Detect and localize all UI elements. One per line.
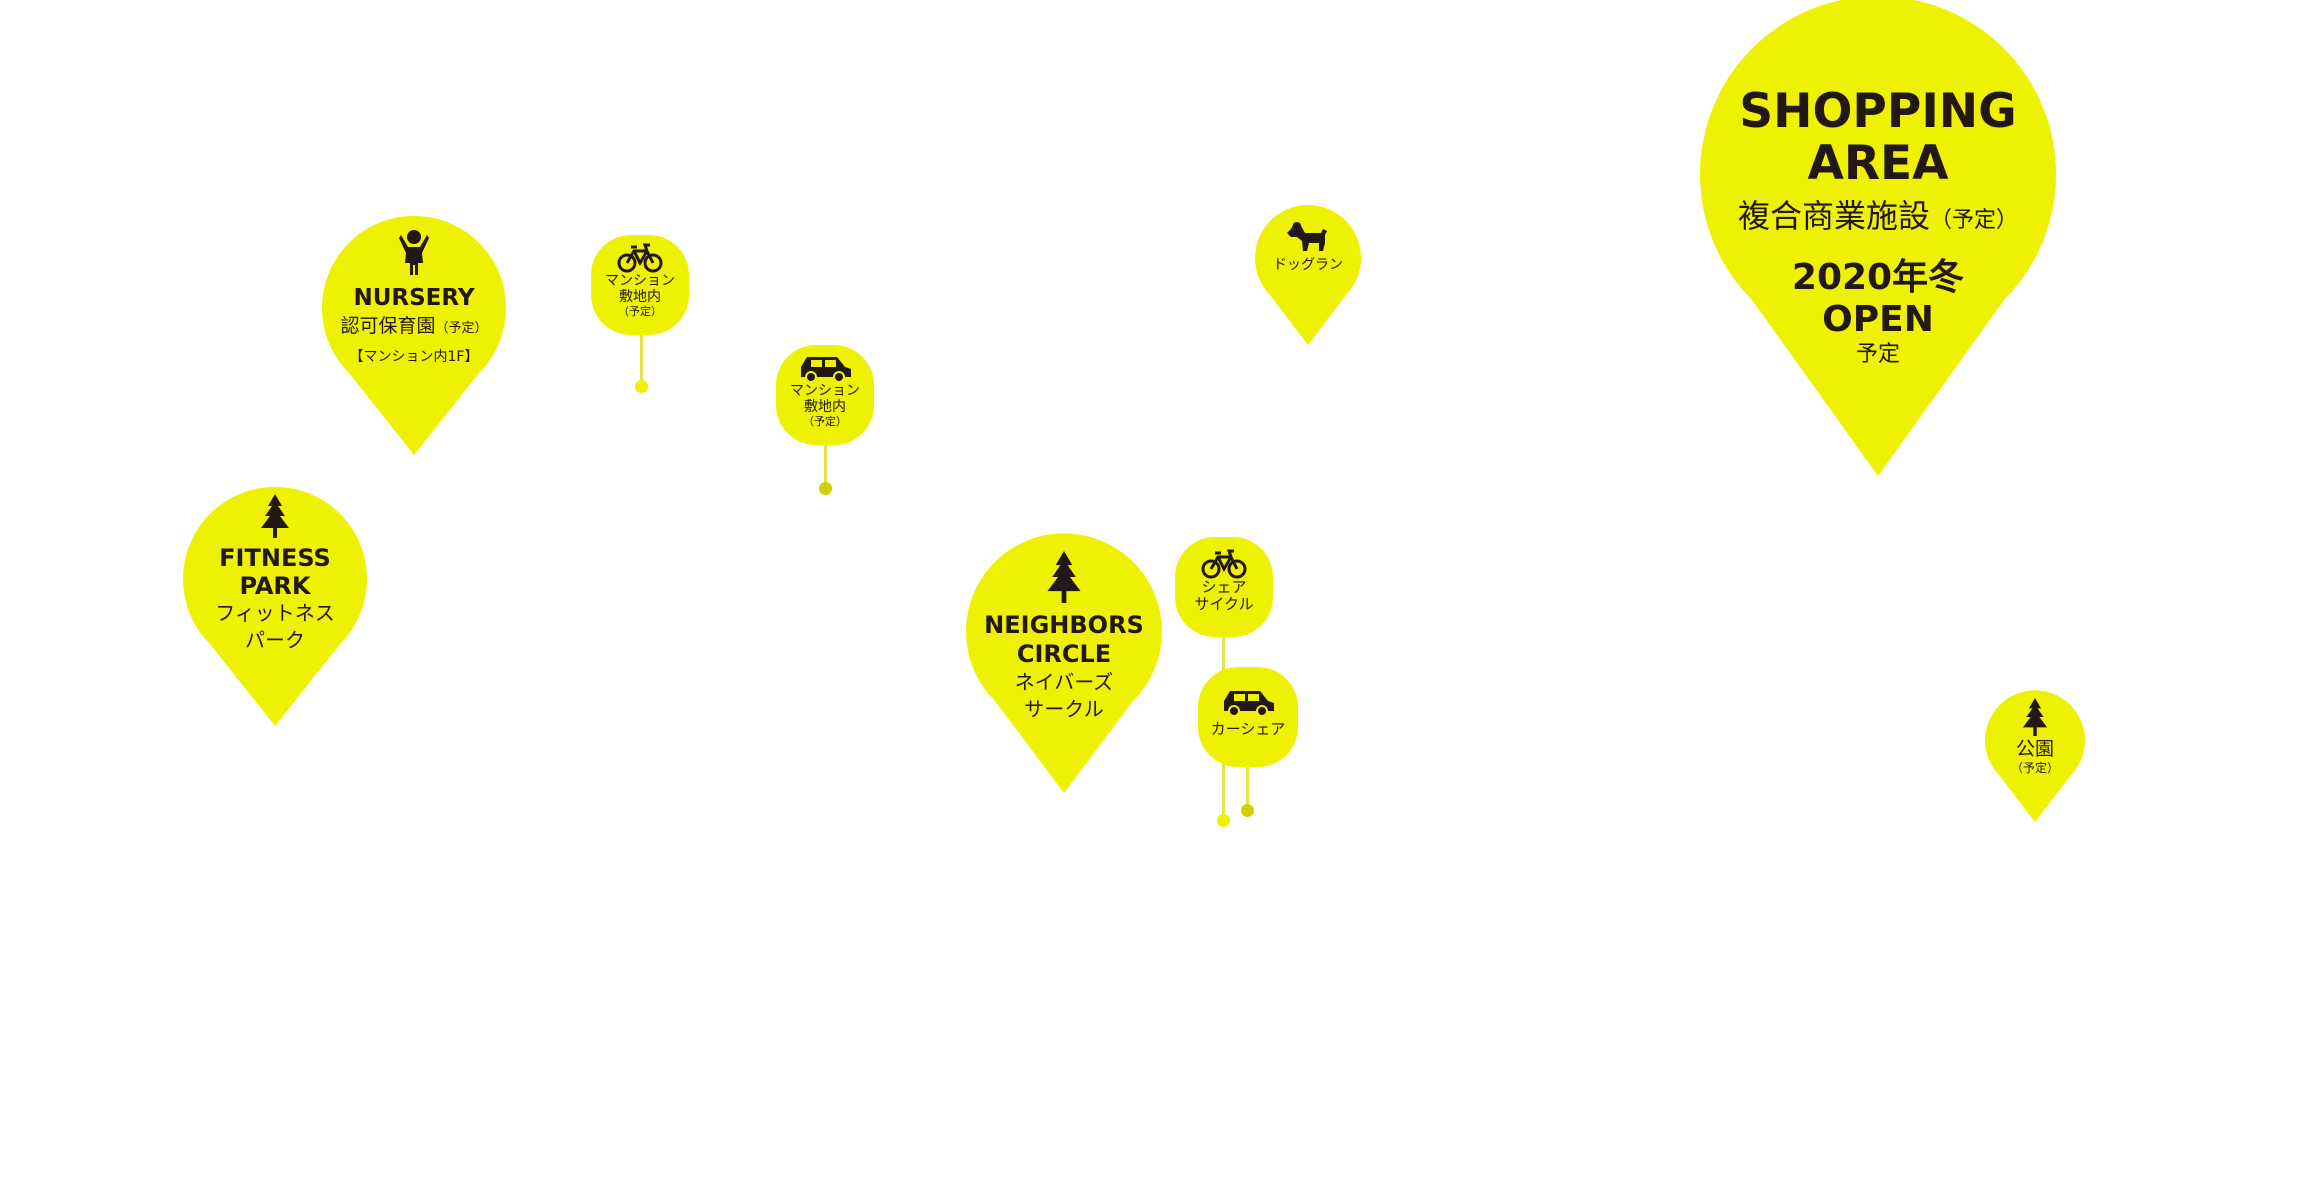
pin-note: （予定） xyxy=(2010,761,2059,775)
tree-icon xyxy=(1047,551,1081,603)
open-date: 2020年冬 xyxy=(1791,257,1965,298)
pin-jp-label: サークル xyxy=(1024,697,1104,721)
badge-label: マンション xyxy=(605,273,675,289)
pin-jp-label: パーク xyxy=(245,628,305,652)
pin-shape xyxy=(322,215,506,455)
pin-jp-label: フィットネス xyxy=(215,601,335,625)
pin-jp-label: ネイバーズ xyxy=(1014,670,1114,694)
pin-title: NEIGHBORS xyxy=(984,611,1144,639)
badge-label: サイクル xyxy=(1194,595,1254,613)
badge-label: カーシェア xyxy=(1210,720,1286,738)
open-note: 予定 xyxy=(1855,342,1900,367)
pin-title: AREA xyxy=(1807,136,1949,191)
badge-shape xyxy=(591,235,689,335)
badge-label: マンション xyxy=(790,383,860,399)
badge-stem xyxy=(824,440,827,488)
pin-shape xyxy=(1985,690,2085,822)
pin-nursery[interactable]: NURSERY 認可保育園（予定） 【マンション内1F】 xyxy=(322,215,506,455)
badge-stem xyxy=(640,330,643,386)
location-dot xyxy=(819,482,832,495)
pin-jp-label: 認可保育園（予定） xyxy=(340,315,488,337)
pin-park[interactable]: 公園 （予定） xyxy=(1985,690,2085,822)
pin-shape xyxy=(966,533,1162,793)
badge-note: （予定） xyxy=(803,415,847,428)
pin-shopping-area[interactable]: SHOPPING AREA 複合商業施設（予定） 2020年冬 OPEN 予定 xyxy=(1700,0,2056,476)
car-icon xyxy=(1224,691,1274,717)
badge-share-cycle[interactable]: シェア サイクル xyxy=(1175,537,1273,637)
child-icon xyxy=(399,230,429,275)
badge-car-share[interactable]: カーシェア xyxy=(1198,667,1298,767)
pin-title: PARK xyxy=(239,572,311,600)
badge-shape xyxy=(1198,667,1298,767)
location-dot xyxy=(635,380,648,393)
location-dot xyxy=(1241,804,1254,817)
location-dot xyxy=(1217,814,1230,827)
pin-shape xyxy=(1700,0,2056,476)
pin-dog-run[interactable]: ドッグラン xyxy=(1255,205,1361,345)
pin-shape xyxy=(183,486,367,726)
open-label: OPEN xyxy=(1822,299,1934,340)
car-icon xyxy=(801,357,851,383)
pin-jp-label: 複合商業施設（予定） xyxy=(1737,197,2019,235)
pin-neighbors-circle[interactable]: NEIGHBORS CIRCLE ネイバーズ サークル xyxy=(966,533,1162,793)
pin-sub-label: 【マンション内1F】 xyxy=(349,349,479,365)
pin-fitness-park[interactable]: FITNESS PARK フィットネス パーク xyxy=(183,486,367,726)
badge-label: シェア xyxy=(1201,578,1247,596)
badge-note: （予定） xyxy=(618,305,662,318)
pin-shape xyxy=(1255,205,1361,345)
badge-label: 敷地内 xyxy=(619,289,661,305)
pin-title: NURSERY xyxy=(353,285,475,311)
pin-jp-label: 公園 xyxy=(2015,738,2054,760)
dog-icon xyxy=(1287,222,1327,251)
bicycle-icon xyxy=(1201,549,1247,579)
badge-shape xyxy=(1175,537,1273,637)
bicycle-icon xyxy=(617,243,663,273)
badge-label: 敷地内 xyxy=(804,399,846,415)
badge-bike-parking[interactable]: マンション 敷地内 （予定） xyxy=(591,235,689,335)
pin-title: FITNESS xyxy=(219,544,331,572)
pin-title: SHOPPING xyxy=(1739,84,2017,139)
badge-stem xyxy=(1246,760,1249,810)
badge-car-parking[interactable]: マンション 敷地内 （予定） xyxy=(776,345,874,445)
pin-title: CIRCLE xyxy=(1016,640,1112,668)
tree-icon xyxy=(2022,698,2048,736)
tree-icon xyxy=(261,494,289,538)
pin-jp-label: ドッグラン xyxy=(1273,257,1343,273)
